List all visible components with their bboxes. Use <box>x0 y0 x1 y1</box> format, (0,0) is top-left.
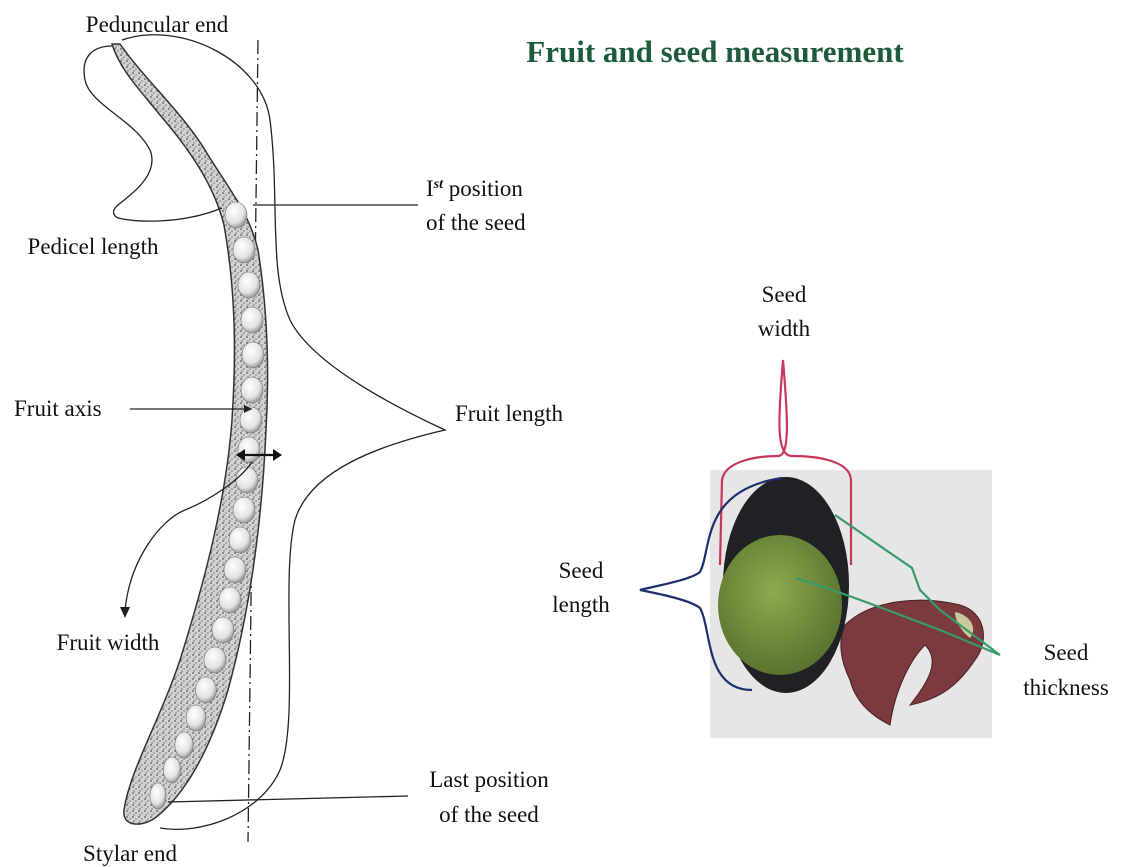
pod-seed <box>204 647 226 673</box>
last-position-pointer <box>168 796 408 802</box>
stylar-end-label: Stylar end <box>83 841 177 866</box>
first-position-ordinal: I <box>426 176 434 201</box>
fruit-width-arrowhead <box>120 607 130 618</box>
seed-cotyledon <box>718 535 842 675</box>
pod-seed <box>219 587 241 613</box>
pod-seed <box>212 617 234 643</box>
fruit-width-label: Fruit width <box>57 630 160 655</box>
pod-seed <box>238 272 260 298</box>
last-position-label-line1: Last position <box>429 767 549 792</box>
pod-seed <box>225 202 247 228</box>
pod-seed <box>238 437 260 463</box>
seed-thickness-label-line2: thickness <box>1023 675 1109 700</box>
seed-width-label-line2: width <box>758 316 811 341</box>
pod-seed <box>233 237 255 263</box>
fruit-pod <box>112 44 268 824</box>
pod-seed <box>236 467 258 493</box>
first-position-label: Ist position <box>426 176 523 201</box>
pod-seed <box>240 407 262 433</box>
pedicel-length-bracket <box>84 46 222 221</box>
fruit-axis-label: Fruit axis <box>14 396 102 421</box>
first-position-line2-label: of the seed <box>426 210 526 235</box>
diagram-title: Fruit and seed measurement <box>526 34 904 69</box>
pod-seed <box>196 677 217 703</box>
first-position-text: position <box>443 176 523 201</box>
pod-seed <box>242 342 264 368</box>
peduncular-end-label: Peduncular end <box>86 12 229 37</box>
pod-seed <box>241 377 263 403</box>
seed-thickness-label-line1: Seed <box>1044 640 1089 665</box>
pod-seed <box>241 307 263 333</box>
seed-width-label-line1: Seed <box>762 282 807 307</box>
pod-seed <box>186 705 206 731</box>
pedicel-length-label: Pedicel length <box>28 234 159 259</box>
pod-seed <box>163 757 180 783</box>
pod-seed <box>224 557 246 583</box>
pod-seed <box>150 783 166 809</box>
seed-length-label-line1: Seed <box>559 558 604 583</box>
pod-seed <box>229 527 251 553</box>
pod-seed <box>233 497 255 523</box>
pod-seed <box>175 732 193 758</box>
last-position-label-line2: of the seed <box>439 802 539 827</box>
seed-length-label-line2: length <box>552 592 610 617</box>
fruit-length-label: Fruit length <box>455 401 563 426</box>
